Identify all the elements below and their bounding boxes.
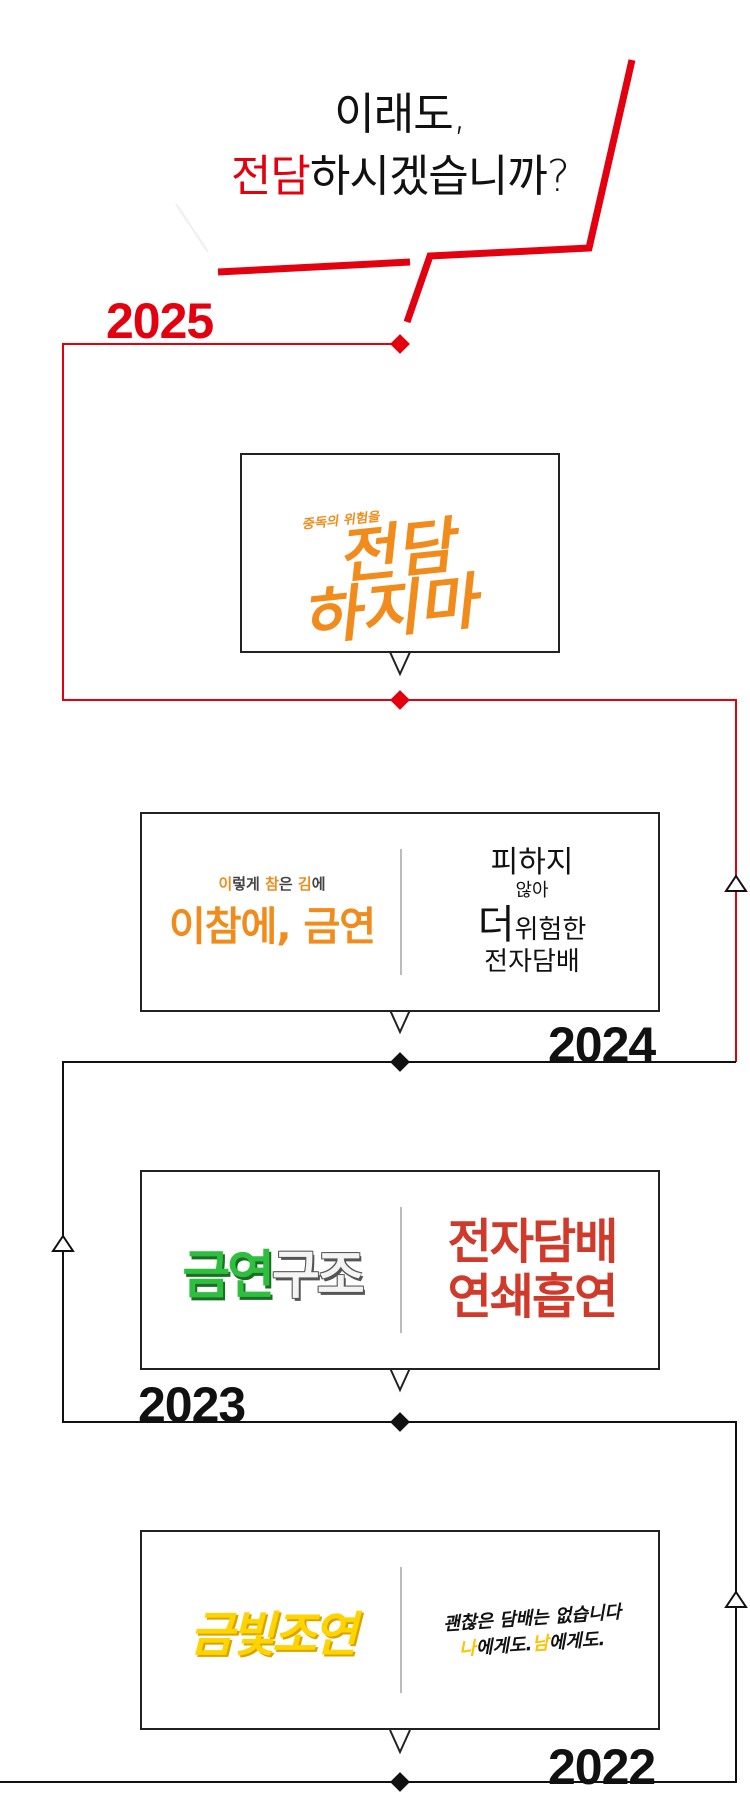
logo-2023-line1: 전자담배 bbox=[447, 1213, 619, 1270]
year-label-2024: 2024 bbox=[548, 1017, 656, 1073]
up-arrow-icon bbox=[724, 874, 748, 892]
logo-2023-right: 전자담배 연쇄흡연 bbox=[402, 1172, 662, 1368]
logo-2024-left: 이렇게 참은 김에 이참에, 금연 bbox=[142, 814, 402, 1010]
headline-rest: 하시겠습니까? bbox=[309, 151, 570, 202]
logo-2024-line4: 전자담배 bbox=[484, 946, 580, 977]
speech-bubble-tail bbox=[217, 258, 411, 276]
logo-2024-line3: 더위험한 bbox=[477, 901, 587, 948]
diamond-marker bbox=[390, 1412, 410, 1432]
red-connector bbox=[62, 343, 737, 1062]
diamond-marker bbox=[390, 690, 410, 710]
speech-bubble-shadow bbox=[175, 203, 209, 253]
logo-2022-right: 괜찮은 담배는 없습니다 나에게도.남에게도. bbox=[402, 1532, 662, 1728]
box-pointer bbox=[389, 1367, 411, 1393]
up-arrow-icon bbox=[51, 1234, 75, 1252]
card-divider bbox=[400, 1207, 402, 1333]
box-pointer bbox=[389, 1009, 411, 1035]
campaign-card-2022: 금빛조연 괜찮은 담배는 없습니다 나에게도.남에게도. bbox=[140, 1530, 660, 1730]
diamond-marker bbox=[390, 1052, 410, 1072]
logo-2023-green: 금연 bbox=[182, 1245, 275, 1306]
year-label-2022: 2022 bbox=[548, 1739, 656, 1795]
diamond-marker bbox=[390, 1772, 410, 1792]
logo-2024-right: 피하지 않아 더위험한 전자담배 bbox=[402, 814, 662, 1010]
year-label-2023: 2023 bbox=[138, 1377, 246, 1433]
logo-2024-tagline: 이렇게 참은 김에 bbox=[218, 874, 326, 893]
campaign-card-2025 bbox=[240, 453, 560, 653]
year-label-2025: 2025 bbox=[106, 293, 214, 349]
logo-2022-yellow: 금빛조연 bbox=[189, 1607, 358, 1663]
box-pointer bbox=[389, 651, 411, 677]
headline-accent: 전담 bbox=[230, 151, 311, 202]
speech-bubble-outline bbox=[403, 59, 636, 324]
logo-2024-line1: 피하지 bbox=[490, 845, 574, 881]
headline-line2: 전담하시겠습니까? bbox=[190, 140, 610, 204]
logo-2025: 중독의 위험을 전담 하지마 bbox=[227, 439, 574, 671]
logo-2023-line2: 연쇄흡연 bbox=[447, 1269, 619, 1325]
logo-2024-title: 이참에, 금연 bbox=[168, 903, 376, 950]
campaign-card-2024: 이렇게 참은 김에 이참에, 금연 피하지 않아 더위험한 전자담배 bbox=[140, 812, 660, 1012]
logo-2023-gray: 구조 bbox=[272, 1245, 365, 1306]
diamond-marker bbox=[390, 334, 410, 354]
card-divider bbox=[400, 1567, 402, 1693]
logo-2024-line2: 않아 bbox=[515, 879, 549, 901]
box-pointer bbox=[389, 1729, 411, 1755]
logo-2022-left: 금빛조연 bbox=[142, 1532, 402, 1728]
up-arrow-icon bbox=[724, 1590, 748, 1608]
headline-line1: 이래도, bbox=[334, 89, 466, 140]
card-divider bbox=[400, 849, 402, 975]
